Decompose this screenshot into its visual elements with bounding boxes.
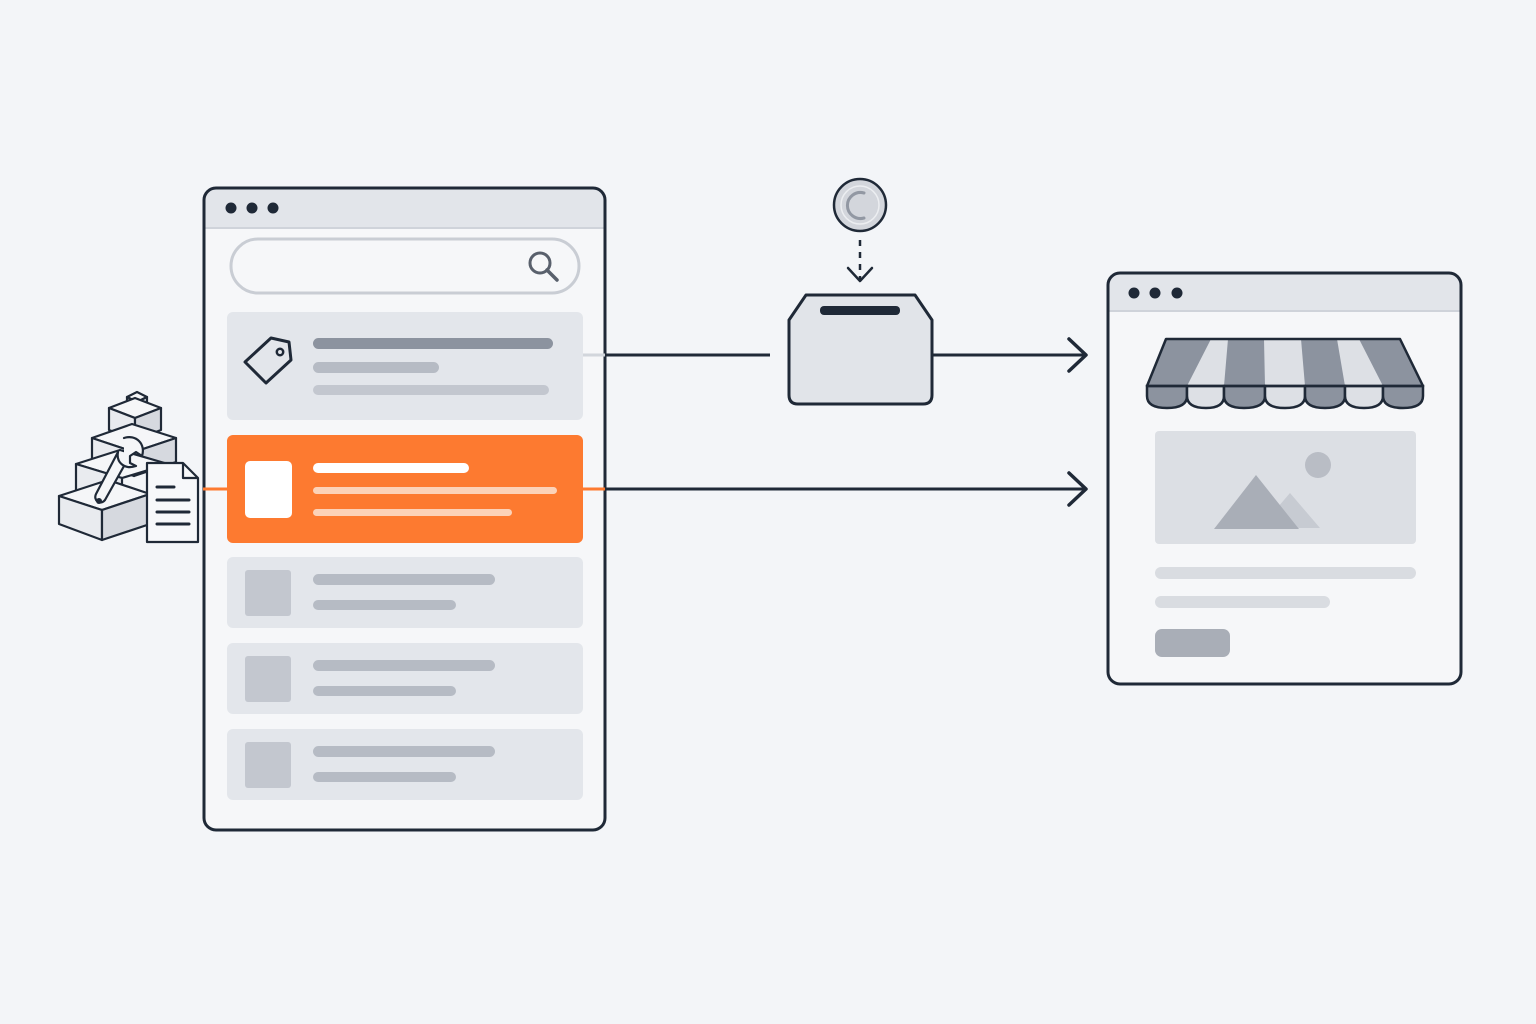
- product-text-placeholder: [1155, 596, 1330, 608]
- window-dot-icon: [1171, 287, 1183, 299]
- listing-title-placeholder: [313, 746, 495, 757]
- listing-title-placeholder: [313, 574, 495, 585]
- source-browser-window: [202, 186, 607, 832]
- thumbnail-icon: [245, 461, 292, 518]
- window-dot-icon: [1128, 287, 1140, 299]
- thumbnail-icon: [245, 656, 291, 702]
- window-dot-icon: [246, 202, 258, 214]
- window-dot-icon: [1149, 287, 1161, 299]
- storefront-awning-icon: [1145, 337, 1425, 410]
- listing-text-placeholder: [313, 362, 439, 373]
- listing-row-tag[interactable]: [227, 312, 583, 420]
- search-input[interactable]: [229, 237, 581, 295]
- product-title-placeholder: [1155, 567, 1416, 579]
- arrow-highlighted-to-storefront: [583, 471, 1088, 507]
- arrowhead-icon: [1067, 471, 1088, 507]
- coin-icon: [832, 177, 888, 233]
- thumbnail-icon: [245, 570, 291, 616]
- listing-text-placeholder: [313, 385, 549, 395]
- listing-row[interactable]: [227, 643, 583, 714]
- search-icon: [528, 251, 559, 282]
- price-tag-icon: [243, 336, 293, 385]
- coin-drop-arrow-icon: [846, 240, 874, 283]
- arrowhead-icon: [1067, 337, 1088, 373]
- listing-text-placeholder: [313, 686, 456, 696]
- window-dot-icon: [267, 202, 279, 214]
- boxes-wrench-document-icon: [57, 390, 200, 544]
- window-dot-icon: [225, 202, 237, 214]
- listing-row[interactable]: [227, 729, 583, 800]
- arrow-payment-to-storefront: [932, 337, 1088, 373]
- window-controls: [225, 202, 279, 214]
- storefront-browser-window: [1106, 271, 1463, 686]
- listing-title-placeholder: [313, 338, 553, 349]
- window-controls: [1128, 287, 1183, 299]
- listing-text-placeholder: [313, 772, 456, 782]
- thumbnail-icon: [245, 742, 291, 788]
- window-titlebar: [1108, 273, 1461, 311]
- listing-text-placeholder: [313, 509, 512, 516]
- listing-text-placeholder: [313, 600, 456, 610]
- listing-row-highlighted[interactable]: [227, 435, 583, 543]
- window-frame: [1106, 271, 1463, 686]
- listing-text-placeholder: [313, 487, 557, 494]
- listing-title-placeholder: [313, 463, 469, 473]
- coin-slot-box-icon: [787, 293, 934, 406]
- image-placeholder-icon: [1155, 431, 1416, 544]
- listing-title-placeholder: [313, 660, 495, 671]
- window-frame: [202, 186, 607, 832]
- listing-row[interactable]: [227, 557, 583, 628]
- button-placeholder[interactable]: [1155, 629, 1230, 657]
- window-titlebar: [204, 188, 605, 228]
